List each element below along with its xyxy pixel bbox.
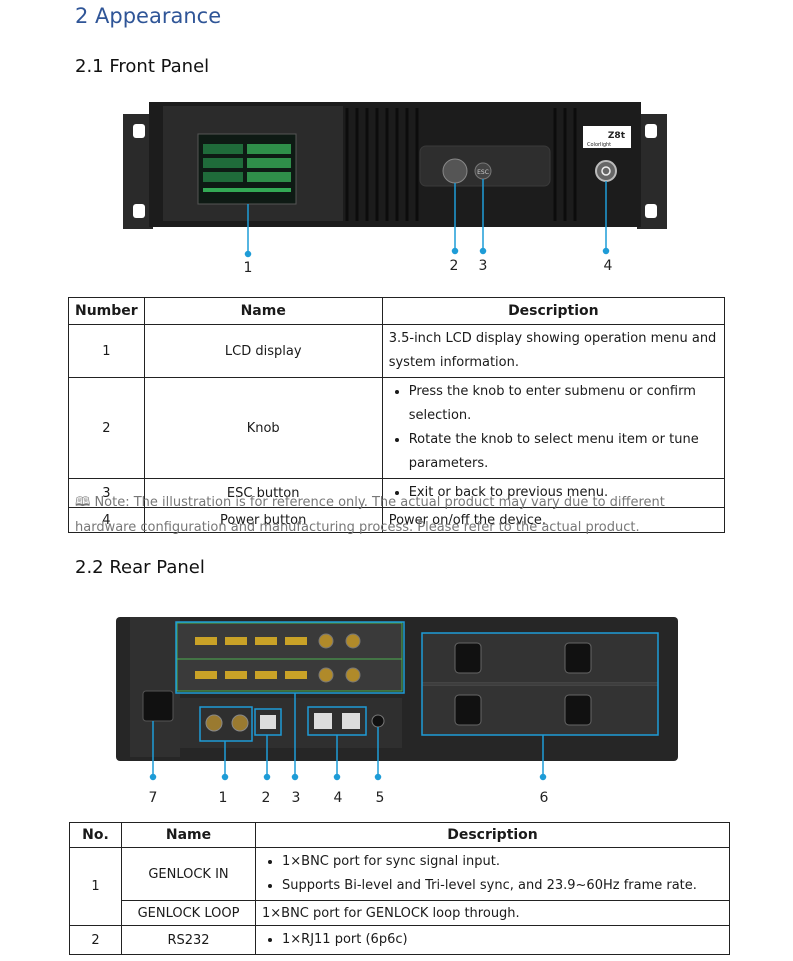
table-header-name: Name bbox=[143, 297, 383, 325]
rear-panel-table: No. Name Description 1 GENLOCK IN 1×BNC … bbox=[69, 822, 730, 955]
genlock-loop-port bbox=[231, 714, 249, 732]
esc-label: ESC bbox=[477, 169, 489, 176]
rear-callout-4: 4 bbox=[334, 790, 343, 806]
front-panel-figure: ESC Z8t Colorlight 1 2 3 4 bbox=[123, 102, 667, 276]
power-button bbox=[595, 160, 617, 182]
section-title: 2 Appearance bbox=[75, 4, 222, 28]
front-callout-3: 3 bbox=[479, 258, 488, 274]
rear-callout-7: 7 bbox=[149, 790, 158, 806]
front-panel-table: Number Name Description 1 LCD display 3.… bbox=[68, 297, 726, 533]
table-row: 3 ESC button Exit or back to previous me… bbox=[68, 478, 726, 508]
genlock-in-port bbox=[205, 714, 223, 732]
rear-callout-6: 6 bbox=[540, 790, 549, 806]
usb-port bbox=[371, 714, 385, 728]
rear-panel-figure: 7 1 2 3 4 5 6 bbox=[116, 617, 678, 806]
table-header-description: Description bbox=[255, 822, 730, 848]
table-header-number: Number bbox=[68, 297, 145, 325]
rear-callout-1: 1 bbox=[219, 790, 228, 806]
ac-inlet bbox=[142, 690, 174, 722]
front-panel-heading: 2.1 Front Panel bbox=[75, 56, 210, 77]
lan1-port bbox=[314, 713, 332, 729]
front-callout-2: 2 bbox=[450, 258, 459, 274]
table-header-name: Name bbox=[121, 822, 256, 848]
model-name: Z8t bbox=[608, 131, 626, 141]
table-row: 2 Knob Press the knob to enter submenu o… bbox=[68, 377, 726, 479]
rear-callout-5: 5 bbox=[376, 790, 385, 806]
table-header-no: No. bbox=[69, 822, 122, 848]
rear-callout-3: 3 bbox=[292, 790, 301, 806]
rear-callout-2: 2 bbox=[262, 790, 271, 806]
table-row: 1 GENLOCK IN 1×BNC port for sync signal … bbox=[69, 847, 730, 926]
brand-name: Colorlight bbox=[587, 142, 611, 148]
front-callout-1: 1 bbox=[244, 260, 253, 276]
table-header-description: Description bbox=[381, 297, 726, 325]
table-row: 4 Power button Power on/off the device. bbox=[68, 507, 726, 533]
rear-panel-heading: 2.2 Rear Panel bbox=[75, 557, 205, 578]
rs232-port bbox=[260, 715, 276, 729]
note-text: 🕮 Note: The illustration is for referenc… bbox=[75, 495, 665, 535]
front-callout-4: 4 bbox=[604, 258, 613, 274]
brand-badge bbox=[583, 126, 631, 148]
lan2-port bbox=[342, 713, 360, 729]
table-row: 2 RS232 1×RJ11 port (6p6c) bbox=[69, 925, 730, 955]
table-row: 1 LCD display 3.5-inch LCD display showi… bbox=[68, 324, 726, 378]
table-row: GENLOCK LOOP 1×BNC port for GENLOCK loop… bbox=[70, 900, 730, 926]
knob bbox=[442, 158, 468, 184]
